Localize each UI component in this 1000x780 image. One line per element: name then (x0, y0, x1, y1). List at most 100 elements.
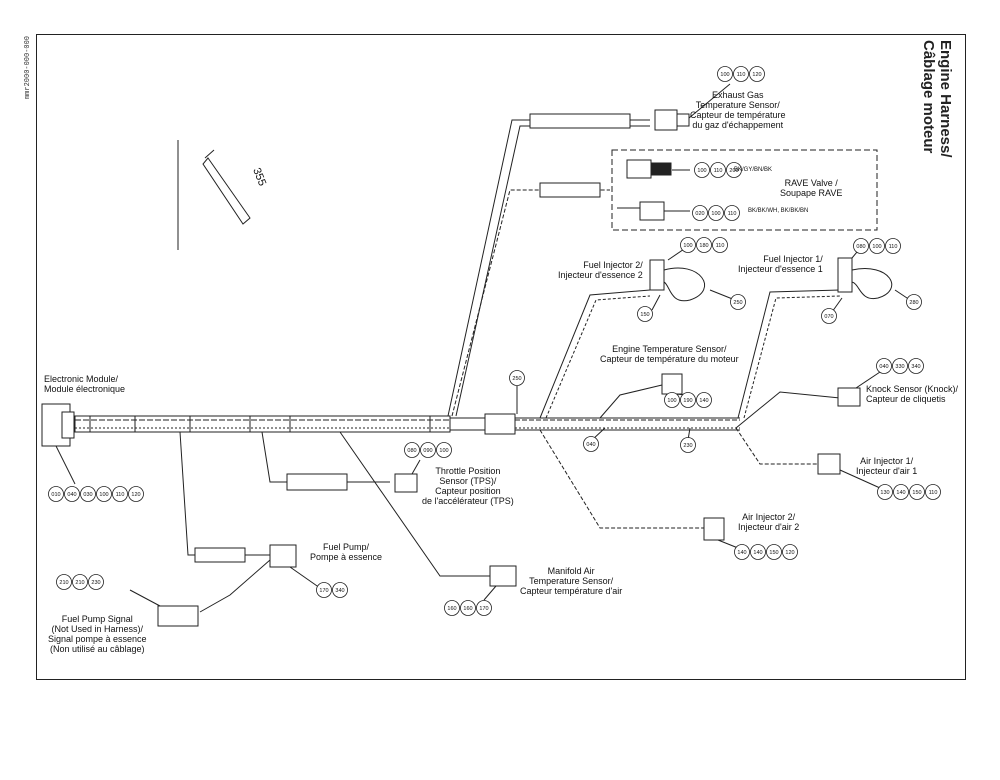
pin-callout-circle (724, 205, 740, 221)
branch-knock (735, 391, 841, 429)
pin-callout-circle (48, 486, 64, 502)
pin-callout-circle (782, 544, 798, 560)
page-title: Engine Harness/ Câblage moteur (920, 40, 954, 158)
branch-fuel-inj1 (737, 289, 841, 419)
fuel-injector-1-label: Fuel Injector 1/ Injecteur d'essence 1 (738, 254, 823, 274)
pin-callout-circle (680, 392, 696, 408)
pin-callout-number: 100 (697, 168, 706, 174)
rave-label-line-1: RAVE Valve / (784, 178, 838, 188)
pin-callout-number: 150 (640, 312, 649, 318)
rave-valve-label: RAVE Valve / Soupape RAVE (780, 178, 842, 198)
pin-callout-circle (128, 486, 144, 502)
pin-callout-circle (696, 392, 712, 408)
pin-callout-number: 100 (720, 72, 729, 78)
pin-callout-number: 100 (683, 243, 692, 249)
pin-callout-number: 110 (929, 490, 938, 496)
air-inj1-connector (817, 453, 841, 475)
pin-callout-circle (56, 574, 72, 590)
tps-connector (394, 473, 418, 493)
pin-callout-circle (892, 358, 908, 374)
tps-label-line-2: Sensor (TPS)/ (439, 476, 497, 486)
pin-callout-number: 130 (880, 490, 889, 496)
rave-label-line-2: Soupape RAVE (780, 188, 843, 198)
pin-callout-circle (708, 205, 724, 221)
pin-callout-circle (869, 238, 885, 254)
pin-callout-circle (583, 436, 599, 452)
exhaust-callout-line (688, 83, 731, 119)
pin-callout-circle (821, 308, 837, 324)
tps-sleeve (286, 473, 348, 491)
branch-fuel-pump (179, 431, 270, 556)
air-inj1-label-line-2: Injecteur d'air 1 (856, 466, 918, 476)
pin-callout-number: 170 (479, 606, 488, 612)
pin-callout-number: 140 (699, 398, 708, 404)
pin-callout-number: 110 (716, 243, 725, 249)
air-injector-2-label: Air Injector 2/ Injecteur d'air 2 (738, 512, 799, 532)
air-inj2-callout-line (717, 539, 739, 549)
rave-code-top: BK/GY/BN/BK (734, 167, 773, 173)
pin-callout-circle (733, 66, 749, 82)
tps-label-line-4: de l'accélérateur (TPS) (422, 496, 514, 506)
pin-callout-number: 140 (753, 550, 762, 556)
pin-callout-number: 160 (463, 606, 472, 612)
pin-callout-number: 160 (447, 606, 456, 612)
knock-label-line-1: Knock Sensor (Knock)/ (866, 384, 959, 394)
fuel-inj1-leads (851, 268, 892, 300)
air-injector-1-label: Air Injector 1/ Injecteur d'air 1 (856, 456, 917, 476)
ecm-connector-pins (61, 411, 75, 439)
pin-callout-number: 150 (912, 490, 921, 496)
pin-callout-number: 100 (99, 492, 108, 498)
pin-callout-circle (460, 600, 476, 616)
loose-wire-355-tip (204, 149, 215, 159)
pin-callout-number: 110 (116, 492, 125, 498)
pin-callout-number: 210 (59, 580, 68, 586)
map-label-line-1: Manifold Air (547, 566, 595, 576)
branch-air-inj1 (735, 427, 820, 465)
fuel-pump-callout-line (289, 566, 321, 589)
title-line-2: Câblage moteur (920, 40, 937, 154)
pin-callout-circle (893, 484, 909, 500)
knock-callout-line (855, 371, 881, 389)
pin-callout-circle (436, 442, 452, 458)
diagram-frame (36, 34, 966, 680)
map-label-line-3: Capteur température d'air (520, 586, 623, 596)
knock-sensor-label: Knock Sensor (Knock)/ Capteur de cliquet… (866, 384, 958, 404)
pin-callout-number: 250 (733, 300, 742, 306)
pin-callout-circle (876, 358, 892, 374)
pin-callout-number: 250 (512, 376, 521, 382)
fuel-pump-signal-connector (157, 605, 199, 627)
fuel-inj2-label-line-1: Fuel Injector 2/ (583, 260, 643, 270)
pin-callout-number: 100 (711, 211, 720, 217)
knock-sensor-connector (837, 387, 861, 407)
rave-code-bottom: BK/BK/WH, BK/BK/BN (748, 208, 809, 214)
pin-callout-circle (717, 66, 733, 82)
fuel-pump-sleeve (194, 547, 246, 563)
pin-callout-number: 120 (752, 72, 761, 78)
pin-callout-circle (909, 484, 925, 500)
pin-callout-circle (766, 544, 782, 560)
pin-callout-number: 340 (911, 364, 920, 370)
fuel-inj2-callout-a (651, 294, 661, 311)
pin-callout-circle (853, 238, 869, 254)
branch-tps (261, 431, 390, 483)
pin-callout-circle (72, 574, 88, 590)
exhaust-sensor-connector (654, 109, 678, 131)
title-line-1: Engine Harness/ (937, 40, 954, 158)
pin-callout-circle (710, 162, 726, 178)
air-inj2-label-line-2: Injecteur d'air 2 (738, 522, 800, 532)
pin-callout-circle (316, 582, 332, 598)
ecm-label-line-2: Module électronique (44, 384, 126, 394)
pin-callout-circle (885, 238, 901, 254)
trunk-sleeve-1 (89, 415, 136, 433)
exhaust-sensor-label: Exhaust Gas Temperature Sensor/ Capteur … (690, 90, 786, 130)
ecm-label: Electronic Module/ Module électronique (44, 374, 125, 394)
pin-callout-circle (925, 484, 941, 500)
fuel-inj1-label-line-1: Fuel Injector 1/ (763, 254, 823, 264)
fuel-inj1-connector (837, 257, 853, 293)
pin-callout-number: 140 (737, 550, 746, 556)
pin-callout-number: 100 (667, 398, 676, 404)
trunk-sleeve-3 (289, 415, 431, 433)
pin-callout-circle (726, 162, 742, 178)
fuel-pump-label-line-2: Pompe à essence (310, 552, 383, 562)
